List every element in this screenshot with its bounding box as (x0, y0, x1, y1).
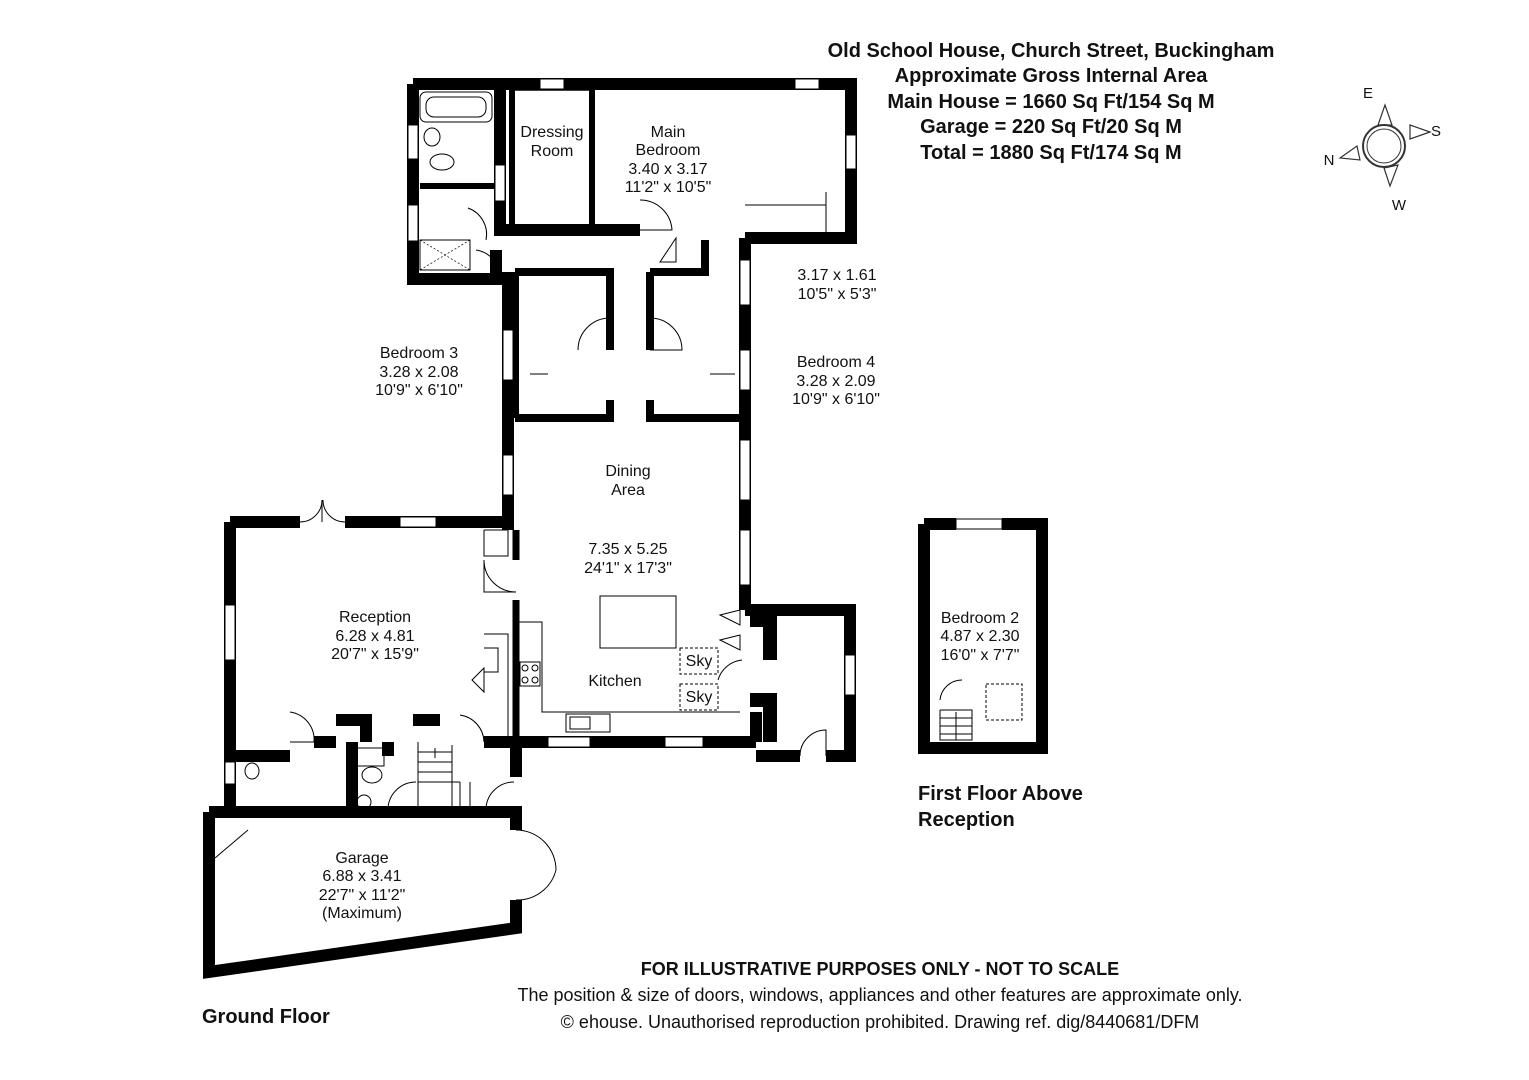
skylight-2 (679, 683, 719, 711)
landing-metric: 3.17 x 1.61 (797, 267, 876, 284)
compass-n: N (1324, 152, 1335, 169)
skylight-2-label: Sky (686, 689, 713, 706)
bedroom4-metric: 3.28 x 2.09 (796, 373, 875, 390)
room-bedroom3: Bedroom 3 3.28 x 2.08 10'9" x 6'10" (375, 345, 463, 399)
doors (214, 199, 827, 901)
plan-subtitle: Approximate Gross Internal Area (895, 65, 1209, 87)
garage-metric: 6.88 x 3.41 (322, 868, 401, 885)
hob-icon (519, 661, 541, 687)
bath-icon (419, 91, 493, 123)
kitchen-island (599, 595, 677, 649)
room-dining: Dining Area 7.35 x 5.25 24'1" x 17'3" (584, 463, 672, 577)
room-dressing: Dressing Room (520, 124, 583, 160)
garage-imperial: 22'7" x 11'2" (319, 887, 406, 904)
garage-label: Garage (335, 850, 388, 867)
area-garage: Garage = 220 Sq Ft/20 Sq M (920, 116, 1182, 138)
disclaimer: FOR ILLUSTRATIVE PURPOSES ONLY - NOT TO … (641, 959, 1119, 979)
windows (224, 78, 1003, 785)
landing-imperial: 10'5" x 5'3" (798, 286, 877, 303)
compass-icon: E S N W (1324, 85, 1441, 214)
bedroom3-imperial: 10'9" x 6'10" (375, 382, 463, 399)
dining-label-2: Area (611, 482, 645, 499)
first-floor-label-2: Reception (918, 809, 1015, 831)
kitchen-label: Kitchen (588, 673, 641, 690)
plan-title: Old School House, Church Street, Bucking… (828, 40, 1275, 62)
bedroom2-label: Bedroom 2 (941, 610, 1019, 627)
room-main-bedroom: Main Bedroom 3.40 x 3.17 11'2" x 10'5" (625, 124, 712, 196)
main-bedroom-label-1: Main (651, 124, 686, 141)
bedroom3-metric: 3.28 x 2.08 (379, 364, 458, 381)
dressing-label-1: Dressing (520, 124, 583, 141)
staircase (417, 742, 484, 809)
compass-w: W (1392, 197, 1407, 214)
reception-metric: 6.28 x 4.81 (335, 628, 414, 645)
room-reception: Reception 6.28 x 4.81 20'7" x 15'9" (331, 609, 419, 663)
main-bedroom-imperial: 11'2" x 10'5" (625, 179, 712, 196)
position-note: The position & size of doors, windows, a… (517, 985, 1242, 1005)
copyright: © ehouse. Unauthorised reproduction proh… (561, 1012, 1200, 1032)
compass-s: S (1431, 123, 1441, 140)
dressing-label-2: Room (531, 143, 574, 160)
room-kitchen: Kitchen Sky Sky (588, 653, 712, 706)
bedroom3-label: Bedroom 3 (380, 345, 458, 362)
main-bedroom-metric: 3.40 x 3.17 (628, 161, 707, 178)
bedroom2-imperial: 16'0" x 7'7" (941, 647, 1020, 664)
room-garage: Garage 6.88 x 3.41 22'7" x 11'2" (Maximu… (319, 850, 406, 922)
bedroom2-metric: 4.87 x 2.30 (940, 628, 1019, 645)
fixtures (244, 91, 1023, 810)
basin-icon (423, 127, 441, 147)
reception-imperial: 20'7" x 15'9" (331, 646, 419, 663)
room-bedroom4: Bedroom 4 3.28 x 2.09 10'9" x 6'10" (792, 354, 880, 408)
skylight-1-label: Sky (686, 653, 713, 670)
dining-metric: 7.35 x 5.25 (588, 541, 667, 558)
toilet-icon (429, 153, 455, 171)
room-bedroom2: Bedroom 2 4.87 x 2.30 16'0" x 7'7" (940, 610, 1019, 664)
area-main-house: Main House = 1660 Sq Ft/154 Sq M (887, 91, 1214, 113)
shower-icon (419, 239, 471, 271)
garage-maximum: (Maximum) (322, 905, 402, 922)
ground-floor-label: Ground Floor (202, 1006, 330, 1028)
exterior-walls (203, 78, 1048, 979)
sink-icon (565, 713, 611, 733)
dining-imperial: 24'1" x 17'3" (584, 560, 672, 577)
main-bedroom-label-2: Bedroom (636, 142, 701, 159)
compass-e: E (1363, 85, 1373, 102)
skylight-1 (679, 647, 719, 675)
bedroom4-label: Bedroom 4 (797, 354, 875, 371)
first-floor-label-1: First Floor Above (918, 783, 1083, 805)
area-total: Total = 1880 Sq Ft/174 Sq M (920, 142, 1181, 164)
dining-label-1: Dining (605, 463, 650, 480)
interior-walls (420, 89, 777, 742)
reception-label: Reception (339, 609, 411, 626)
bedroom4-imperial: 10'9" x 6'10" (792, 391, 880, 408)
room-landing: 3.17 x 1.61 10'5" x 5'3" (797, 267, 876, 303)
